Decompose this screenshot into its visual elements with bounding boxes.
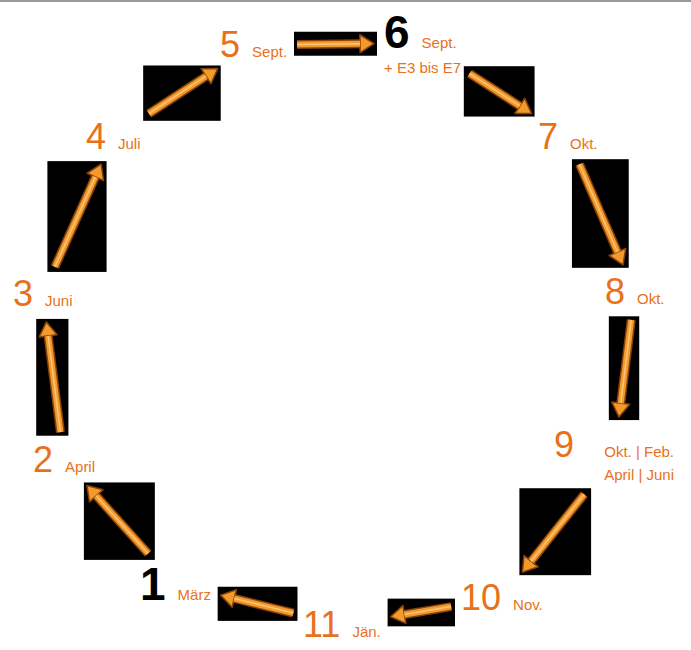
arrow-highlight [55, 177, 95, 267]
arrow-head [612, 402, 630, 417]
step-month: März [178, 586, 211, 603]
step-number: 2 [33, 439, 53, 480]
arrow-shaft [470, 73, 520, 106]
arrow-shaft-edge [531, 494, 584, 561]
step-month: Okt. | Feb. April | Juni [586, 440, 674, 487]
step-month: Nov. [513, 596, 543, 613]
step-number: 6 [384, 6, 410, 58]
step-number: 10 [461, 577, 501, 618]
step-month: April [65, 458, 95, 475]
top-rule [0, 0, 691, 2]
edge-group [36, 32, 639, 627]
cycle-step: 7 Okt. [538, 119, 598, 155]
arrow-backing [519, 488, 591, 575]
arrow-head [391, 606, 406, 624]
cycle-arrow [36, 319, 68, 436]
arrow-shaft [621, 320, 631, 403]
cycle-step: 5 Sept. [220, 27, 287, 63]
cycle-step: 2 April [33, 442, 95, 478]
cycle-arrow [84, 482, 155, 559]
arrow-highlight [149, 76, 206, 113]
cycle-arrow [519, 488, 591, 575]
arrow-highlight [470, 73, 520, 106]
arrow-backing [218, 587, 298, 621]
arrow-shaft [48, 336, 60, 432]
arrow-head [39, 322, 57, 337]
cycle-step: 9 Okt. | Feb. April | Juni [554, 427, 674, 487]
step-number: 4 [86, 116, 106, 157]
arrow-shaft [149, 76, 206, 113]
arrow-highlight [404, 607, 451, 615]
arrow-shaft [404, 607, 451, 615]
step-month: Okt. [637, 290, 665, 307]
arrow-backing [572, 159, 629, 268]
arrow-backing [143, 65, 221, 120]
cycle-arrow [218, 587, 298, 621]
arrow-highlight [580, 164, 618, 252]
step-month: Jän. [352, 623, 380, 640]
arrow-shaft-edge [404, 607, 451, 615]
arrow-highlight [297, 43, 360, 45]
arrow-highlight [621, 320, 631, 403]
arrow-backing [84, 482, 155, 559]
step-month: Juni [45, 292, 73, 309]
step-number: 7 [538, 116, 558, 157]
cycle-arrow [294, 32, 377, 56]
cycle-step: 6Sept. + E3 bis E7 [384, 9, 461, 77]
cycle-arrow [388, 599, 455, 627]
step-number: 3 [13, 273, 33, 314]
arrow-backing [388, 599, 455, 627]
step-month: Sept. [252, 43, 287, 60]
arrow-highlight [96, 496, 148, 554]
arrow-backing [609, 316, 639, 420]
cycle-step: 10 Nov. [461, 580, 543, 616]
cycle-step: 1März [140, 561, 211, 607]
arrow-backing [47, 161, 106, 272]
cycle-arrow [47, 161, 106, 272]
cycle-arrow [609, 316, 639, 420]
cycle-step: 3 Juni [13, 276, 73, 312]
arrow-shaft [96, 496, 148, 554]
step-number: 11 [303, 604, 340, 645]
step-number: 5 [220, 24, 240, 65]
arrow-shaft [297, 41, 360, 48]
step-note: + E3 bis E7 [384, 59, 461, 77]
arrow-backing [36, 319, 68, 436]
arrow-highlight [234, 598, 293, 613]
arrow-shaft [55, 177, 95, 267]
arrow-head [360, 35, 374, 53]
cycle-step: 4 Juli [86, 119, 141, 155]
step-month: Juli [118, 135, 141, 152]
arrow-shaft [531, 494, 584, 561]
cycle-step: 8 Okt. [605, 274, 665, 310]
step-month: Okt. [570, 135, 598, 152]
arrow-shaft [580, 164, 618, 252]
arrow-shaft-edge [96, 496, 148, 554]
step-month: Sept. [422, 34, 457, 51]
cycle-arrow [143, 65, 221, 120]
cycle-step: 11 Jän. [303, 607, 381, 643]
arrow-shaft-edge [470, 73, 520, 106]
arrow-backing [294, 32, 377, 56]
cycle-arrow [464, 66, 535, 116]
arrow-shaft [234, 598, 293, 613]
cycle-arrow [572, 159, 629, 268]
arrow-shaft-edge [55, 177, 95, 267]
step-number: 1 [140, 558, 166, 610]
arrow-head [221, 590, 237, 607]
arrow-shaft-edge [149, 76, 206, 113]
arrow-highlight [48, 336, 60, 432]
arrow-highlight [531, 494, 584, 561]
step-number: 9 [554, 424, 574, 465]
arrow-shaft-edge [297, 39, 360, 49]
arrow-backing [464, 66, 535, 116]
arrow-shaft-edge [621, 320, 631, 403]
step-number: 8 [605, 271, 625, 312]
arrow-shaft-edge [234, 598, 293, 613]
arrow-shaft-edge [580, 164, 618, 252]
arrow-shaft-edge [48, 336, 60, 432]
